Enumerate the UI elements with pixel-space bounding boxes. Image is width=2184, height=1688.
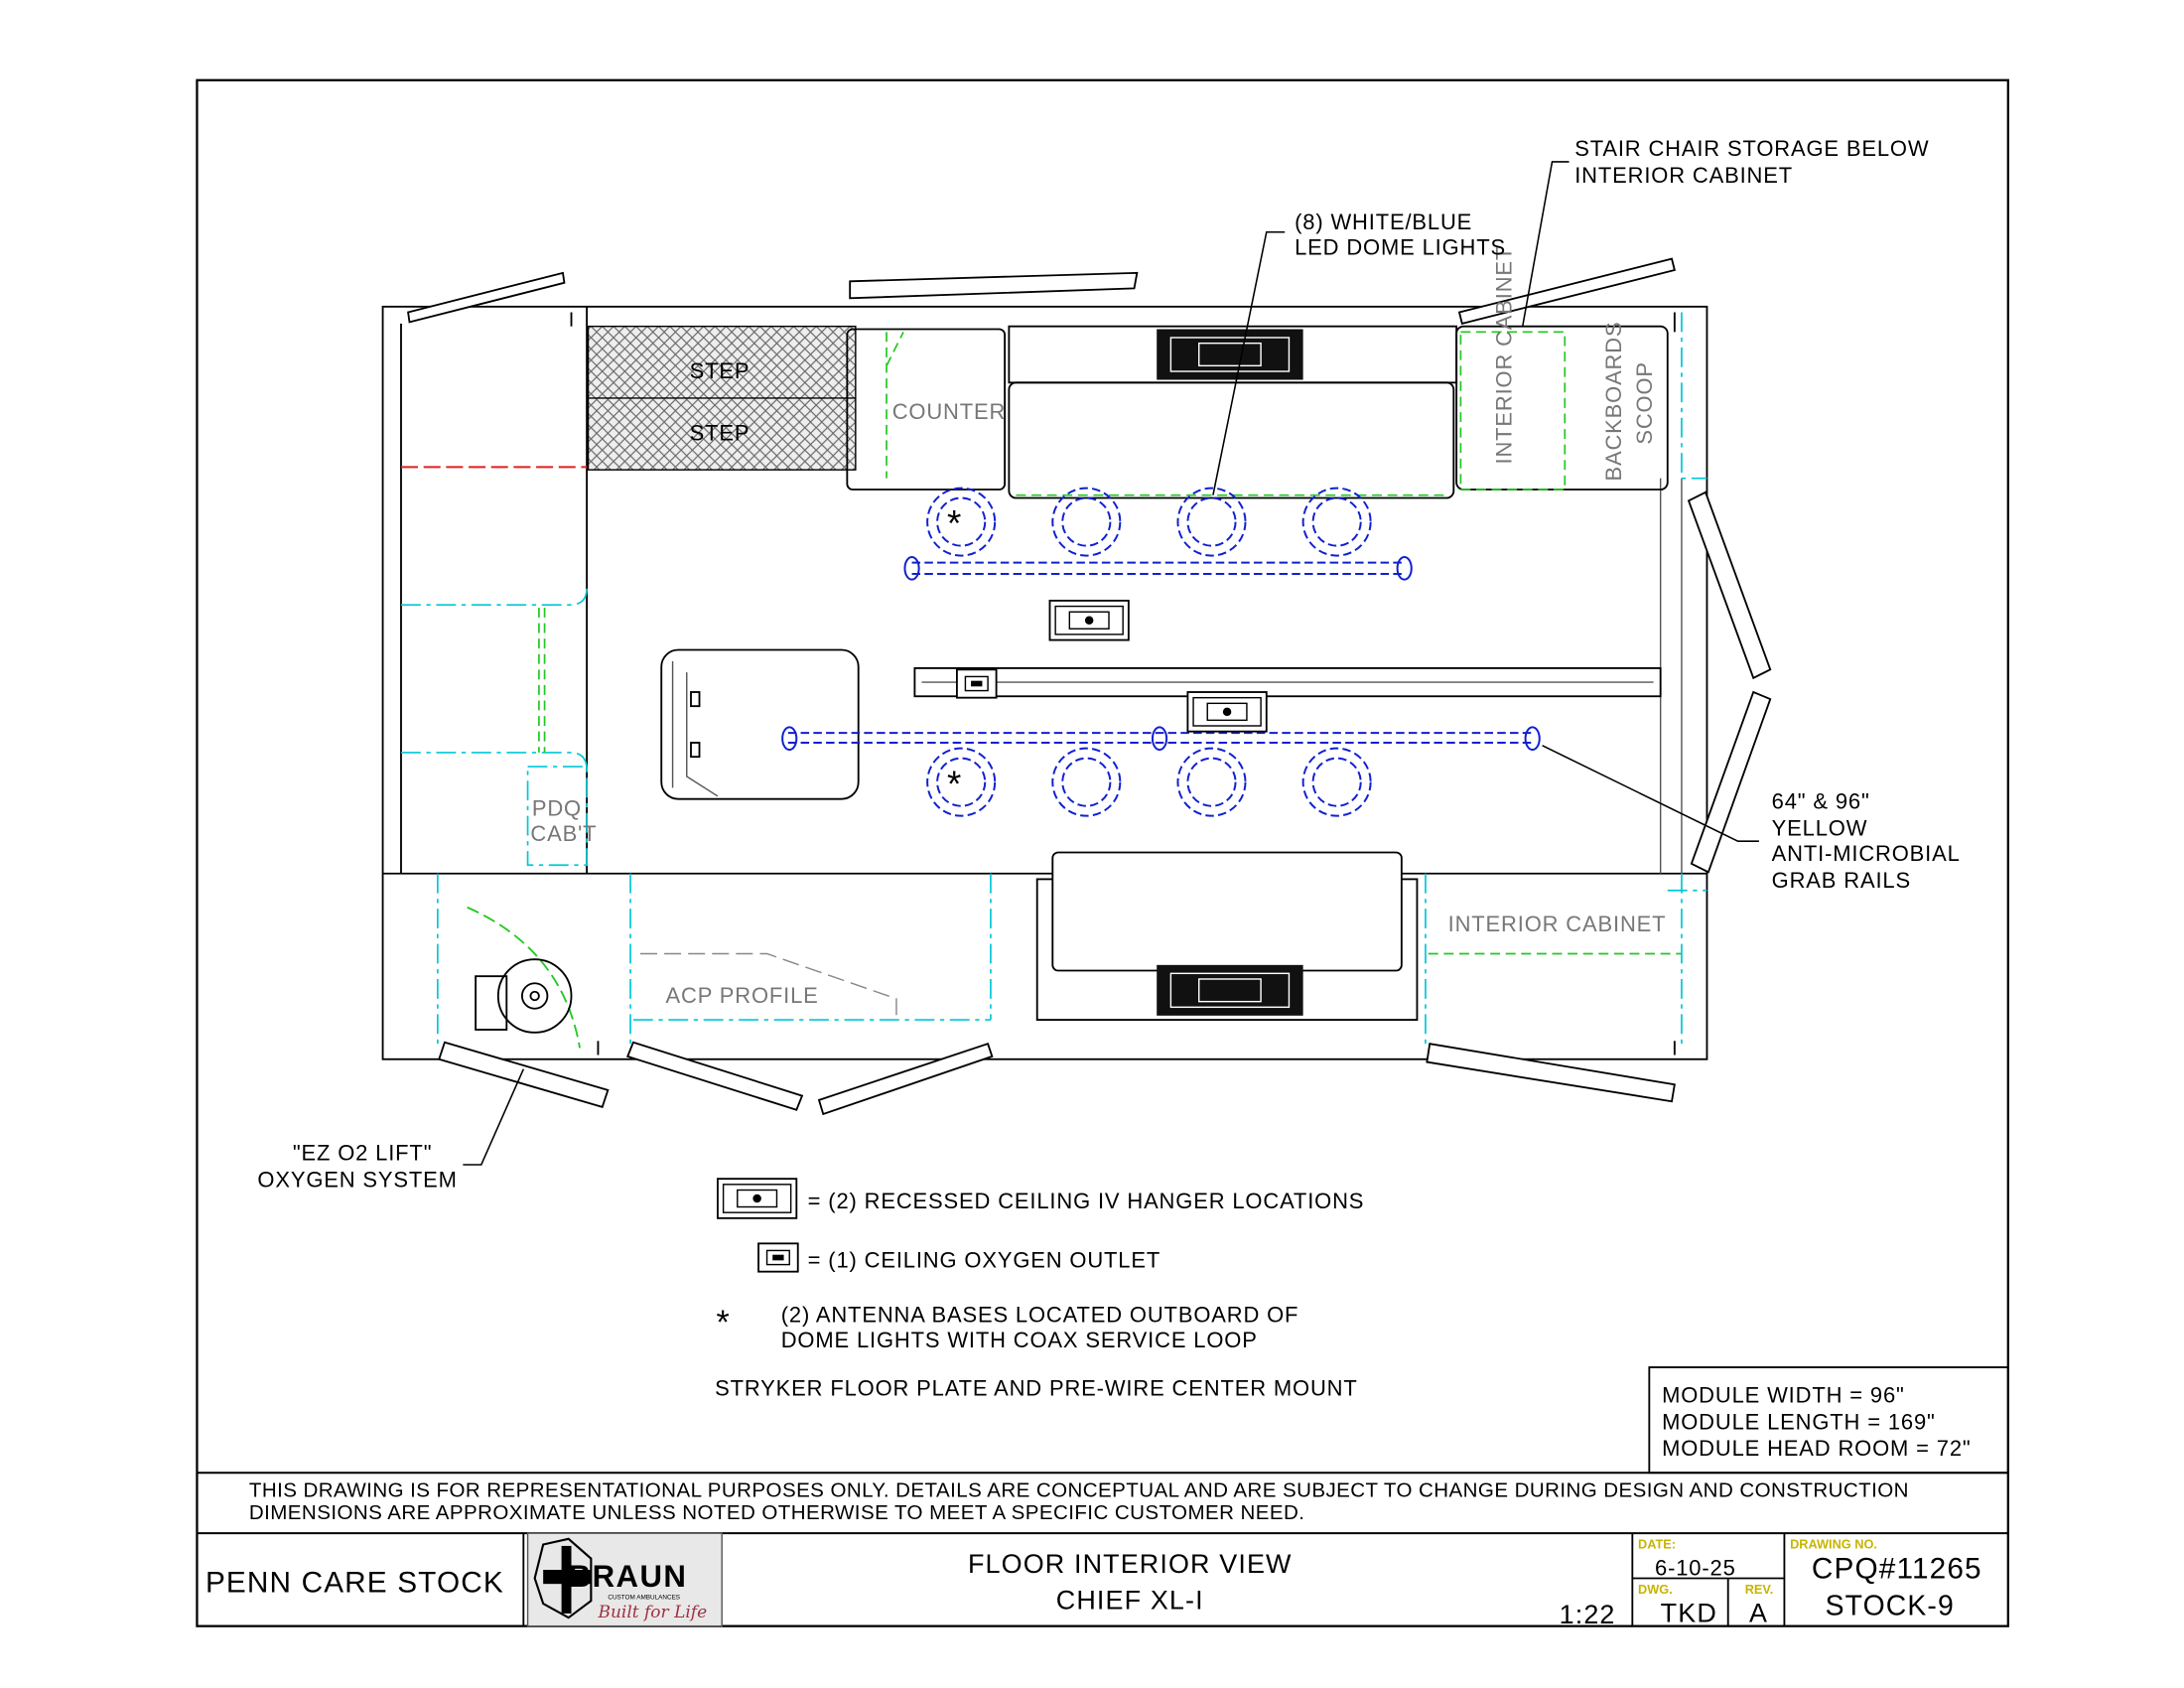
dwg-value: TKD: [1661, 1598, 1717, 1627]
legend-iv-hanger: = (2) RECESSED CEILING IV HANGER LOCATIO…: [808, 1189, 1365, 1213]
grab-rails: [781, 556, 1541, 752]
stock-no: STOCK-9: [1826, 1590, 1955, 1621]
step-label: STEP: [690, 420, 751, 445]
pdq-label: PDQ: [532, 796, 582, 821]
customer-name: PENN CARE STOCK: [205, 1567, 504, 1600]
rev-value: A: [1749, 1598, 1768, 1627]
drawing-no-label: DRAWING NO.: [1790, 1537, 1877, 1552]
pdq-label: CAB'T: [530, 821, 597, 846]
svg-text:BRAUN: BRAUN: [569, 1559, 688, 1594]
svg-text:*: *: [947, 503, 961, 544]
module-outline: [381, 305, 1708, 1060]
acp-profile-label: ACP PROFILE: [665, 983, 818, 1008]
legend-antenna: DOME LIGHTS WITH COAX SERVICE LOOP: [781, 1328, 1258, 1352]
grab-rails-callout: GRAB RAILS: [1772, 868, 1911, 893]
scoop-label: SCOOP: [1632, 361, 1657, 445]
module-width: MODULE WIDTH = 96": [1662, 1382, 1905, 1407]
rev-label: REV.: [1745, 1582, 1774, 1597]
stair-chair-callout: INTERIOR CABINET: [1574, 163, 1793, 188]
oxygen-callout: "EZ O2 LIFT": [293, 1141, 433, 1166]
doors: [407, 257, 1772, 1116]
disclaimer: DIMENSIONS ARE APPROXIMATE UNLESS NOTED …: [249, 1501, 1305, 1524]
drawing-subtitle: CHIEF XL-I: [1056, 1586, 1204, 1616]
dwg-label: DWG.: [1638, 1582, 1673, 1597]
dome-lights: * *: [926, 487, 1372, 817]
legend-oxygen-outlet: = (1) CEILING OXYGEN OUTLET: [808, 1247, 1160, 1272]
oxygen-callout: OXYGEN SYSTEM: [257, 1168, 457, 1193]
legend-stryker: STRYKER FLOOR PLATE AND PRE-WIRE CENTER …: [715, 1375, 1358, 1400]
grab-rails-callout: 64" & 96": [1772, 789, 1870, 814]
sheet-border: [196, 78, 2009, 1627]
grab-rails-callout: ANTI-MICROBIAL: [1772, 841, 1961, 866]
drawing-no: CPQ#11265: [1812, 1553, 1982, 1586]
drawing-title: FLOOR INTERIOR VIEW: [968, 1549, 1293, 1579]
interior-cabinet-label: INTERIOR CABINET: [1491, 246, 1516, 465]
interior-cabinet-bottom-label: INTERIOR CABINET: [1448, 912, 1667, 936]
svg-text:*: *: [947, 764, 961, 804]
braun-logo: BRAUN CUSTOM AMBULANCES Built for Life: [526, 1532, 723, 1627]
step-label: STEP: [690, 358, 751, 383]
scale: 1:22: [1560, 1600, 1616, 1629]
legend-antenna: (2) ANTENNA BASES LOCATED OUTBOARD OF: [781, 1303, 1299, 1328]
date-value: 6-10-25: [1655, 1556, 1736, 1581]
date-label: DATE:: [1638, 1537, 1676, 1552]
disclaimer: THIS DRAWING IS FOR REPRESENTATIONAL PUR…: [249, 1478, 1909, 1501]
dome-lights-callout: (8) WHITE/BLUE: [1295, 210, 1472, 234]
stair-chair-callout: STAIR CHAIR STORAGE BELOW: [1574, 136, 1929, 161]
svg-text:Built for Life: Built for Life: [597, 1603, 707, 1622]
backboards-label: BACKBOARDS: [1601, 322, 1626, 482]
counter-label: COUNTER: [892, 399, 1007, 424]
legend-antenna-symbol: *: [717, 1304, 730, 1341]
module-length: MODULE LENGTH = 169": [1662, 1409, 1936, 1434]
dome-lights-callout: LED DOME LIGHTS: [1295, 234, 1506, 259]
svg-text:CUSTOM AMBULANCES: CUSTOM AMBULANCES: [608, 1595, 680, 1602]
grab-rails-callout: YELLOW: [1772, 816, 1868, 841]
module-head-room: MODULE HEAD ROOM = 72": [1662, 1436, 1971, 1461]
